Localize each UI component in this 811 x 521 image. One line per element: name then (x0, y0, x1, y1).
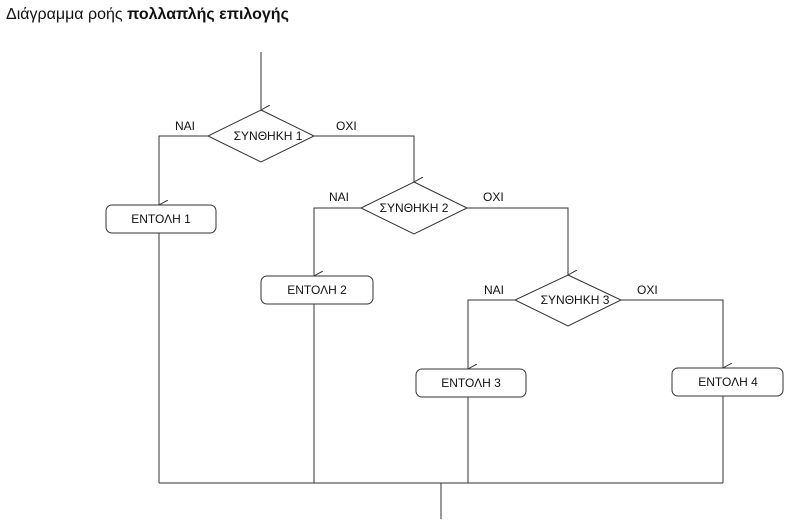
no-label-1: ΟΧΙ (336, 119, 357, 133)
yes-branch-1 (159, 135, 208, 205)
title-prefix: Διάγραμμα ροής (6, 6, 128, 23)
no-label-2: ΟΧΙ (483, 190, 504, 204)
decision-2 (359, 181, 469, 235)
command-box-3 (415, 368, 527, 398)
title-emphasis: πολλαπλής επιλογής (127, 6, 289, 23)
yes-branch-3 (468, 299, 515, 369)
decision-1 (206, 109, 316, 163)
command-box-1 (105, 204, 217, 234)
yes-label-3: ΝΑΙ (484, 283, 504, 297)
yes-label-1: ΝΑΙ (175, 119, 195, 133)
no-branch-2 (467, 207, 568, 275)
yes-label-2: ΝΑΙ (329, 190, 349, 204)
command-2-label: ΕΝΤΟΛΗ 2 (287, 283, 347, 297)
command-3-label: ΕΝΤΟΛΗ 3 (441, 376, 501, 390)
no-branch-1 (314, 135, 414, 182)
decision-3 (513, 274, 623, 327)
decision-1-label: ΣΥΝΘΗΚΗ 1 (234, 129, 303, 143)
page-title: Διάγραμμα ροής πολλαπλής επιλογής (6, 6, 289, 24)
command-4-label: ΕΝΤΟΛΗ 4 (698, 375, 758, 389)
no-label-3: ΟΧΙ (637, 283, 658, 297)
yes-branch-2 (314, 207, 361, 276)
no-branch-3 (621, 299, 723, 368)
decision-2-label: ΣΥΝΘΗΚΗ 2 (380, 201, 449, 215)
command-1-label: ΕΝΤΟΛΗ 1 (131, 212, 191, 226)
command-box-4 (671, 367, 784, 397)
command-box-2 (260, 275, 374, 305)
decision-3-label: ΣΥΝΘΗΚΗ 3 (541, 293, 610, 307)
